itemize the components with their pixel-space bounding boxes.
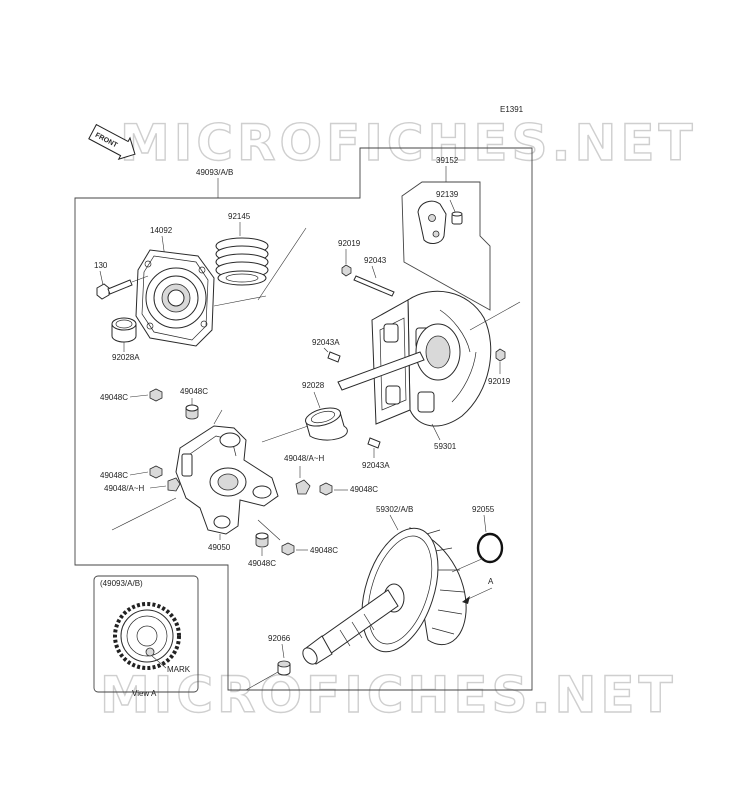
weight-part-39152 bbox=[417, 200, 447, 244]
shaft-guide-line bbox=[245, 671, 279, 691]
assembly-frame-49093 bbox=[74, 147, 533, 691]
subframe-39152 bbox=[401, 181, 491, 311]
label-92043A-bottom: 92043A bbox=[362, 461, 390, 470]
label-130: 130 bbox=[94, 261, 108, 270]
bolt-130-guide bbox=[131, 275, 149, 283]
pin-guide-line-bottom bbox=[257, 519, 281, 541]
leader-92028 bbox=[313, 391, 321, 409]
arrow-a-head bbox=[462, 596, 470, 604]
shaft-part-59302 bbox=[302, 589, 399, 665]
arm-guide-line-left bbox=[111, 497, 177, 531]
nut-part-92019-top bbox=[341, 264, 352, 277]
label-39152: 39152 bbox=[436, 156, 459, 165]
diagram-code: E1391 bbox=[500, 105, 524, 114]
label-49093: 49093/A/B bbox=[196, 168, 233, 177]
leader-92055 bbox=[483, 514, 487, 533]
bushing-part-92028 bbox=[304, 407, 348, 441]
label-92028: 92028 bbox=[302, 381, 325, 390]
label-92139: 92139 bbox=[436, 190, 459, 199]
leader-59302 bbox=[389, 514, 399, 531]
arrow-a-line bbox=[465, 587, 493, 601]
label-92028A: 92028A bbox=[112, 353, 140, 362]
label-92019-right: 92019 bbox=[488, 377, 511, 386]
label-92043-top: 92043 bbox=[364, 256, 387, 265]
leader-59301 bbox=[431, 423, 441, 441]
oring-guide-line bbox=[451, 557, 485, 573]
bushing-part-49048C-2 bbox=[185, 404, 199, 420]
label-49048AH-1: 49048/A~H bbox=[284, 454, 324, 463]
label-49048C-5: 49048C bbox=[248, 559, 276, 568]
gear-ring-view-a bbox=[113, 602, 181, 670]
label-92066: 92066 bbox=[268, 634, 291, 643]
pin-part-92043 bbox=[353, 275, 395, 297]
sheave-part-59301 bbox=[337, 290, 492, 427]
label-14092: 14092 bbox=[150, 226, 173, 235]
nut-part-49048C-3 bbox=[319, 482, 333, 496]
oring-part-92055 bbox=[476, 532, 504, 564]
label-49048C-6: 49048C bbox=[310, 546, 338, 555]
label-49048C-4: 49048C bbox=[100, 471, 128, 480]
roller-part-49048AH-1 bbox=[295, 479, 311, 495]
pin-part-92043A-bottom bbox=[367, 437, 381, 449]
label-49048C-1: 49048C bbox=[100, 393, 128, 402]
cap-part-92066 bbox=[277, 660, 291, 676]
leader-92043A-top bbox=[323, 347, 329, 353]
cover-guide-line bbox=[213, 295, 267, 307]
mark-label: MARK bbox=[167, 665, 191, 674]
nut-part-49048C-4 bbox=[149, 465, 163, 479]
watermark-bottom: MICROFICHES.NET bbox=[100, 666, 677, 724]
view-a-label: View A bbox=[132, 689, 157, 698]
bushing-part-92028A bbox=[111, 317, 137, 343]
sheave-guide-line-top bbox=[469, 301, 521, 331]
sheave-part-59302 bbox=[361, 527, 467, 653]
pin-part-92043A-top bbox=[327, 351, 341, 363]
view-a-box bbox=[93, 575, 199, 693]
watermark-top: MICROFICHES.NET bbox=[120, 114, 697, 172]
label-49048C-3: 49048C bbox=[350, 485, 378, 494]
cover-part-14092 bbox=[135, 249, 215, 347]
nut-part-49048C-1 bbox=[149, 388, 163, 402]
spring-part-92145 bbox=[215, 237, 269, 286]
arm-part-49050 bbox=[175, 425, 279, 535]
front-arrow-badge: FRONT bbox=[88, 123, 136, 160]
bushing-guide-line bbox=[261, 425, 309, 443]
pin-part-92139 bbox=[451, 211, 463, 225]
leader-49048C-4 bbox=[129, 471, 149, 476]
arm-guide-line-top bbox=[213, 409, 223, 425]
label-92043A-top: 92043A bbox=[312, 338, 340, 347]
leader-92043-top bbox=[371, 265, 377, 279]
arrow-a-label: A bbox=[488, 577, 494, 586]
nut-part-49048C-6 bbox=[281, 542, 295, 556]
leader-130 bbox=[99, 270, 104, 286]
label-49050: 49050 bbox=[208, 543, 231, 552]
label-59301: 59301 bbox=[434, 442, 457, 451]
leader-49048C-1 bbox=[129, 394, 149, 398]
label-49048AH-2: 49048/A~H bbox=[104, 484, 144, 493]
mark-leader bbox=[151, 655, 167, 669]
leader-92066 bbox=[281, 643, 285, 659]
label-59302: 59302/A/B bbox=[376, 505, 413, 514]
nut-part-92019-right bbox=[495, 348, 506, 362]
label-49048C-2: 49048C bbox=[180, 387, 208, 396]
label-92055: 92055 bbox=[472, 505, 495, 514]
label-92019-top: 92019 bbox=[338, 239, 361, 248]
label-92145: 92145 bbox=[228, 212, 251, 221]
view-a-title: (49093/A/B) bbox=[100, 579, 143, 588]
bolt-part-130 bbox=[96, 279, 133, 300]
bushing-part-49048C-5 bbox=[255, 532, 269, 548]
leader-49048AH-2 bbox=[149, 485, 167, 489]
roller-part-49048AH-2 bbox=[167, 477, 181, 492]
spring-guide-line bbox=[257, 227, 307, 301]
